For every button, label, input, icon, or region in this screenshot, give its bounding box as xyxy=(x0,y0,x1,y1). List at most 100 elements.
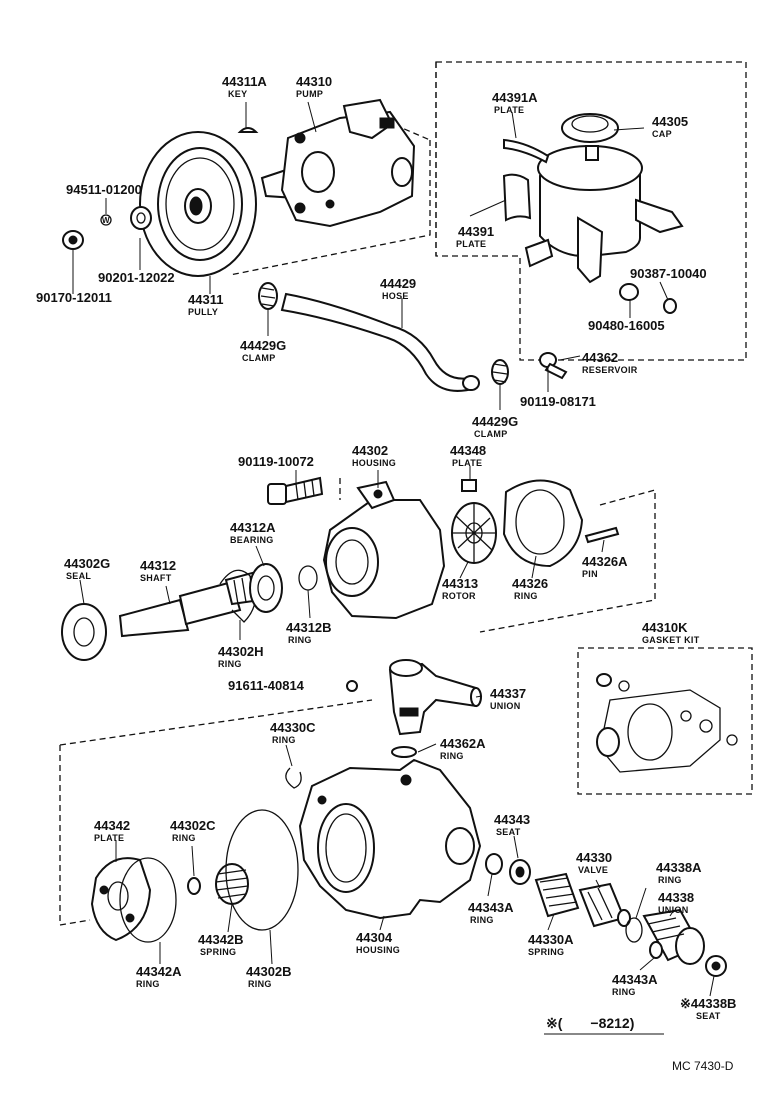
rotor-part xyxy=(451,502,497,564)
cap-part xyxy=(561,113,619,143)
callout-44302H-label: RING xyxy=(218,659,242,669)
housing-44302-part xyxy=(322,480,446,620)
callout-44302C-label: RING xyxy=(172,833,196,843)
callout-44304-number: 44304 xyxy=(356,930,393,945)
callout-44312-number: 44312 xyxy=(140,558,176,573)
callout-44312B-label: RING xyxy=(288,635,312,645)
valve-44330-part xyxy=(578,882,631,928)
hose-part xyxy=(280,292,480,392)
callout-44302C-number: 44302C xyxy=(170,818,216,833)
snap-ring-44330C-part xyxy=(285,767,302,789)
callout-44338B-label: SEAT xyxy=(696,1011,721,1021)
callout-91611-number: 91611-40814 xyxy=(228,678,305,693)
callout-44330A-number: 44330A xyxy=(528,932,574,947)
callout-44342A-label: RING xyxy=(136,979,160,989)
callout-44305-label: CAP xyxy=(652,129,672,139)
housing-44304-part xyxy=(298,758,482,920)
lower-housing-group-outline xyxy=(59,699,373,926)
callout-90119-08171-number: 90119-08171 xyxy=(520,394,596,409)
callout-44302B-number: 44302B xyxy=(246,964,292,979)
callout-44302H-number: 44302H xyxy=(218,644,264,659)
callout-44348-number: 44348 xyxy=(450,443,486,458)
plate-44391-part xyxy=(502,173,532,222)
callout-44362-number: 44362 xyxy=(582,350,618,365)
callout-44326-label: RING xyxy=(514,591,538,601)
callout-90170-number: 90170-12011 xyxy=(36,290,112,305)
washer-part xyxy=(130,206,152,230)
callout-44326-number: 44326 xyxy=(512,576,548,591)
callout-44302-number: 44302 xyxy=(352,443,388,458)
callout-44338A-label: RING xyxy=(658,875,682,885)
clamp-44429G-lower-part xyxy=(491,359,509,385)
spring-44330A-part xyxy=(534,872,580,918)
seat-44338B-part xyxy=(705,955,727,977)
o-ring-44362A-part xyxy=(391,746,417,758)
callout-44343A-lower-label: RING xyxy=(612,987,636,997)
callout-44362-label: RESERVOIR xyxy=(582,365,638,375)
seat-44343-part xyxy=(509,859,531,885)
callout-44362A-number: 44362A xyxy=(440,736,486,751)
callout-44391-label: PLATE xyxy=(456,239,486,249)
gasket-kit-outline xyxy=(577,647,753,795)
callout-44310-number: 44310 xyxy=(296,74,332,89)
callout-44310K-label: GASKET KIT xyxy=(642,635,700,645)
union-44338-part xyxy=(642,908,705,965)
callout-90387-number: 90387-10040 xyxy=(630,266,707,281)
callout-44342A-number: 44342A xyxy=(136,964,182,979)
callout-44312A-label: BEARING xyxy=(230,535,274,545)
callout-44391A-number: 44391A xyxy=(492,90,538,105)
o-ring-44343A-lower-part xyxy=(649,941,663,959)
callout-44330C-number: 44330C xyxy=(270,720,316,735)
callout-44338-number: 44338 xyxy=(658,890,694,905)
callout-44310-label: PUMP xyxy=(296,89,323,99)
callout-44342B-number: 44342B xyxy=(198,932,244,947)
callout-44311-label: PULLY xyxy=(188,307,218,317)
callout-44312B-number: 44312B xyxy=(286,620,332,635)
o-ring-44302B-part xyxy=(225,809,299,931)
union-44337-part xyxy=(388,659,482,736)
callout-44312-label: SHAFT xyxy=(140,573,172,583)
leader-lines xyxy=(72,101,715,997)
callout-44343A-upper-label: RING xyxy=(470,915,494,925)
callout-44343-number: 44343 xyxy=(494,812,530,827)
bolt-90119-08171-part xyxy=(539,352,568,380)
svg-text:W: W xyxy=(102,216,110,225)
footnote-applicability: ※( −8212) xyxy=(546,1015,634,1031)
callout-44342B-label: SPRING xyxy=(200,947,236,957)
pin-part xyxy=(584,526,620,544)
callout-44304-label: HOUSING xyxy=(356,945,400,955)
reservoir-part xyxy=(524,145,684,284)
o-ring-44343A-upper-part xyxy=(485,853,503,875)
nut-part xyxy=(62,230,84,250)
callout-44326A-label: PIN xyxy=(582,569,598,579)
callout-44337-label: UNION xyxy=(490,701,521,711)
pump-group-outline xyxy=(229,124,431,276)
callout-44310K-number: 44310K xyxy=(642,620,688,635)
callout-44391A-label: PLATE xyxy=(494,105,524,115)
callout-44326A-number: 44326A xyxy=(582,554,628,569)
nut-90387-part xyxy=(663,298,677,314)
callout-44313-label: ROTOR xyxy=(442,591,476,601)
callout-44313-number: 44313 xyxy=(442,576,478,591)
callout-44311-number: 44311 xyxy=(188,292,223,307)
callout-90119-10072-number: 90119-10072 xyxy=(238,454,314,469)
callouts: 44311A KEY 44310 PUMP 44391A PLATE 44305… xyxy=(36,74,736,1021)
callout-44429-label: HOSE xyxy=(382,291,409,301)
gasket-91611-part xyxy=(346,680,359,692)
callout-44429G-lower-number: 44429G xyxy=(472,414,518,429)
callout-44338-label: UNION xyxy=(658,905,689,915)
callout-44343A-lower-number: 44343A xyxy=(612,972,658,987)
callout-44429-number: 44429 xyxy=(380,276,416,291)
callout-44348-label: PLATE xyxy=(452,458,482,468)
spring-44342B-part xyxy=(215,863,249,905)
callout-44343A-upper-number: 44343A xyxy=(468,900,514,915)
key-part xyxy=(237,127,259,133)
lock-washer-part: W xyxy=(100,214,112,226)
clamp-44429G-upper-part xyxy=(258,282,278,310)
callout-44337-number: 44337 xyxy=(490,686,526,701)
callout-44302G-number: 44302G xyxy=(64,556,110,571)
plate-44342-part xyxy=(90,857,152,942)
callout-90201-number: 90201-12022 xyxy=(98,270,175,285)
callout-90480-number: 90480-16005 xyxy=(588,318,665,333)
